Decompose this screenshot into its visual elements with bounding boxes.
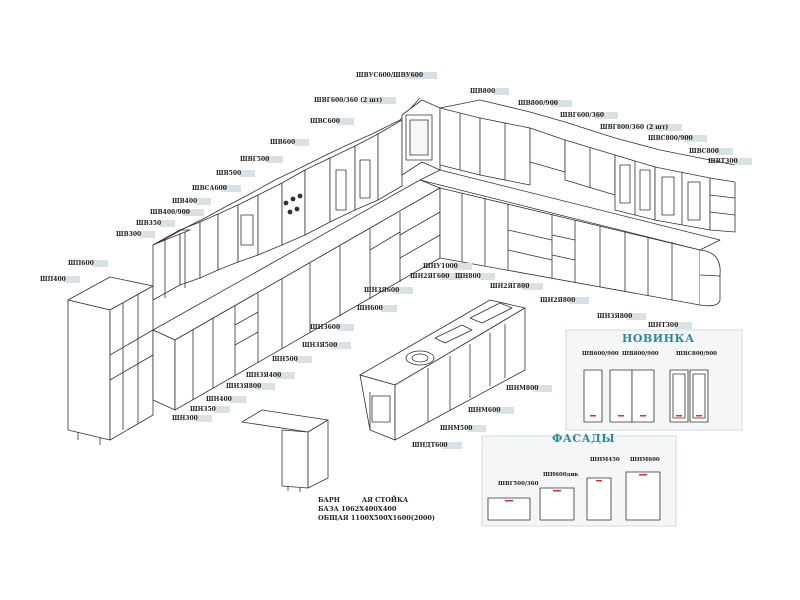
label-shvg800-360: ШВГ800/360 (2 шт) [600, 124, 683, 131]
upper-cabinets-right-run [439, 99, 736, 233]
label-shn300: ШН300 [172, 415, 212, 422]
label-shvs600: ШВС600 [310, 118, 354, 125]
upper-cabinets-left-run [152, 97, 421, 301]
fasady-item-4: ШНМ600 [630, 457, 660, 463]
label-shv500: ШВ500 [216, 170, 256, 177]
label-shvg600-360b: ШВГ600/360 [560, 112, 619, 119]
bar-caption-line1: БАРН АЯ СТОЙКА [318, 496, 435, 505]
corner-wall-cabinet [401, 99, 441, 176]
bar-counter [241, 409, 329, 492]
label-shn3ya400: ШН3Я400 [246, 372, 296, 379]
novinka-panel [565, 329, 743, 431]
label-shnm800: ШНМ800 [506, 385, 553, 392]
label-shvg500: ШВГ500 [240, 156, 284, 163]
label-shnu1000: ШНУ1000 [423, 263, 472, 270]
label-shv800-top: ШВ800 [470, 88, 510, 95]
novinka-title: НОВИНКА [622, 332, 695, 345]
label-shn3ya500: ШН3Я500 [302, 342, 352, 349]
novinka-item-1: ШВ600/900 [582, 351, 619, 357]
label-shn2ya600: ШН2ЯГ600 [410, 273, 464, 280]
label-shv300: ШВ300 [116, 231, 156, 238]
label-shvus600: ШВУС600/ШВУ600 [356, 72, 438, 79]
novinka-item-3: ШВС800/900 [676, 351, 717, 357]
label-shn2ya800: ШН2ЯГ800 [490, 283, 544, 290]
label-shv800-900: ШВ800/900 [518, 100, 572, 107]
lower-cabinets-left-run [152, 179, 441, 411]
label-shp600: ШП600 [68, 260, 108, 267]
bar-caption-line2: БАЗА 1062Х400Х400 [318, 505, 397, 513]
island-unit [359, 299, 526, 441]
label-shn3ya800: ШН3Я800 [597, 313, 647, 320]
label-shvt300: ШВТ300 [708, 158, 752, 165]
label-shnm600: ШНМ600 [468, 407, 515, 414]
fasady-item-3: ШНМ450 [590, 457, 620, 463]
fasady-item-1: ШВГ500/360 [498, 481, 539, 487]
label-shnz600: ШНЗ600 [310, 324, 355, 331]
label-shnm500: ШНМ500 [440, 425, 487, 432]
label-shn3ya800b: ШН3Я800 [226, 383, 276, 390]
bar-caption-line1a: БАРН [318, 496, 340, 504]
label-shv400: ШВ400 [172, 198, 212, 205]
label-shvg600-360: ШВГ600/360 (2 шт) [314, 97, 397, 104]
label-shn800a: ШН800 [455, 273, 495, 280]
label-shn400: ШН400 [206, 396, 246, 403]
bar-caption-line3: ОБЩАЯ 1100Х500Х1600(2000) [318, 514, 435, 522]
lower-cabinets-right-run [419, 169, 721, 307]
label-shv600: ШВ600 [270, 139, 310, 146]
fasady-panel [481, 435, 677, 527]
tall-cabinet-column [67, 276, 154, 445]
fasady-item-2: ШН600дик [543, 472, 579, 478]
novinka-item-2: ШВ800/900 [622, 351, 659, 357]
label-shnt300: ШНТ300 [648, 322, 693, 329]
label-shv400-900: ШВ400/900 [150, 209, 204, 216]
label-shndt600: ШНДТ600 [412, 442, 462, 449]
label-shn2ya800b: ШН2Я800 [540, 297, 590, 304]
label-shvs800-900: ШВС800/900 [648, 135, 707, 142]
label-shvs800: ШВС800 [689, 148, 733, 155]
fasady-title: ФАСАДЫ [552, 432, 616, 445]
label-shn600: ШН600 [357, 305, 397, 312]
label-shp400: ШП400 [40, 276, 80, 283]
label-shn3ya600: ШН3Я600 [364, 287, 414, 294]
bar-caption: БАРН АЯ СТОЙКА БАЗА 1062Х400Х400 ОБЩАЯ 11… [318, 496, 435, 523]
label-shn350: ШН350 [190, 406, 230, 413]
label-shn500: ШН500 [272, 356, 312, 363]
label-shv350: ШВ350 [136, 220, 176, 227]
bar-caption-line1b: АЯ СТОЙКА [361, 496, 409, 504]
label-shvsa600: ШВСА600 [192, 185, 241, 192]
